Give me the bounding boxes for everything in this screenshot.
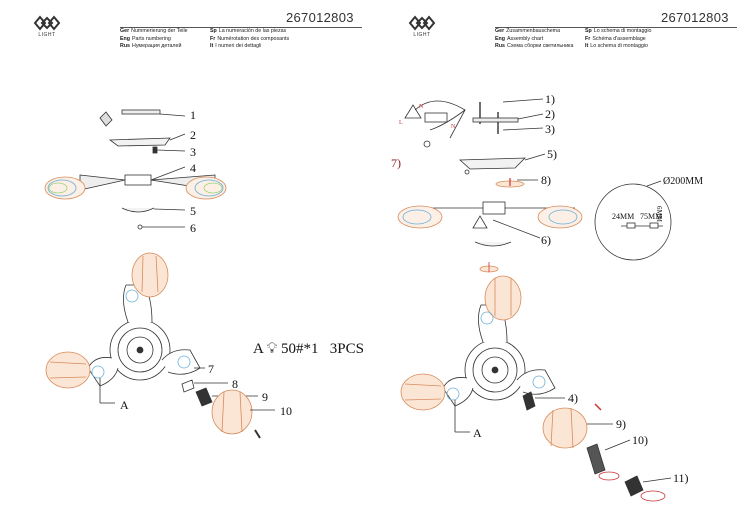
part-label-2: 2	[190, 128, 196, 142]
logo-mark-icon	[33, 15, 61, 31]
brand-logo: LIGHT	[405, 14, 439, 38]
plate-dim-1: 24MM	[612, 212, 635, 221]
part-label-10: 10	[280, 404, 292, 418]
part-label-6: 6	[190, 221, 196, 235]
step-label-4: 4)	[568, 391, 578, 405]
header-rule	[495, 27, 737, 28]
assembly-drawing	[397, 98, 672, 502]
spec-qty: 3PCS	[329, 341, 364, 357]
step-label-8: 8)	[541, 173, 551, 187]
plate-dim-2: 75MM	[640, 212, 663, 221]
wire-mark-l: L	[399, 120, 403, 126]
part-label-8: 8	[232, 377, 238, 391]
wire-mark-n2: N	[451, 124, 456, 130]
callout-a: A	[120, 398, 129, 412]
callout-a: A	[473, 426, 482, 440]
spec-bulb: 50#*1	[281, 341, 319, 357]
mounting-bar	[121, 109, 161, 115]
header-rule	[120, 27, 362, 28]
bulb-spec: A 💡︎ 50#*1 3PCS	[253, 340, 364, 358]
step-label-6: 6)	[541, 233, 551, 247]
document-code: 267012803	[661, 10, 729, 25]
part-label-7: 7	[208, 362, 214, 376]
part-label-3: 3	[190, 145, 196, 159]
spec-ref: A	[253, 341, 264, 357]
part-label-4: 4	[190, 161, 196, 175]
step-label-1: 1)	[545, 92, 555, 106]
part-label-9: 9	[262, 390, 268, 404]
step-label-2: 2)	[545, 107, 555, 121]
plate-diameter: Ø200MM	[663, 176, 704, 187]
brand-text: LIGHT	[413, 32, 431, 38]
part-label-1: 1	[190, 108, 196, 122]
parts-exploded-drawing	[44, 109, 275, 439]
warning-icon	[404, 104, 422, 119]
step-label-9: 9)	[616, 417, 626, 431]
brand-text: LIGHT	[38, 32, 56, 38]
bulb-icon: 💡︎	[266, 341, 278, 357]
step-label-3: 3)	[545, 122, 555, 136]
brand-logo: LIGHT	[30, 14, 64, 38]
step-label-10: 10)	[632, 433, 648, 447]
document-code: 267012803	[286, 10, 354, 25]
step-label-11: 11)	[673, 471, 689, 485]
part-label-5: 5	[190, 204, 196, 218]
logo-mark-icon	[408, 15, 436, 31]
wire-mark-n: N	[419, 104, 424, 110]
plate-dim-3: 6MM	[655, 206, 663, 222]
step-label-5: 5)	[547, 147, 557, 161]
step-label-7: 7)	[391, 156, 401, 170]
